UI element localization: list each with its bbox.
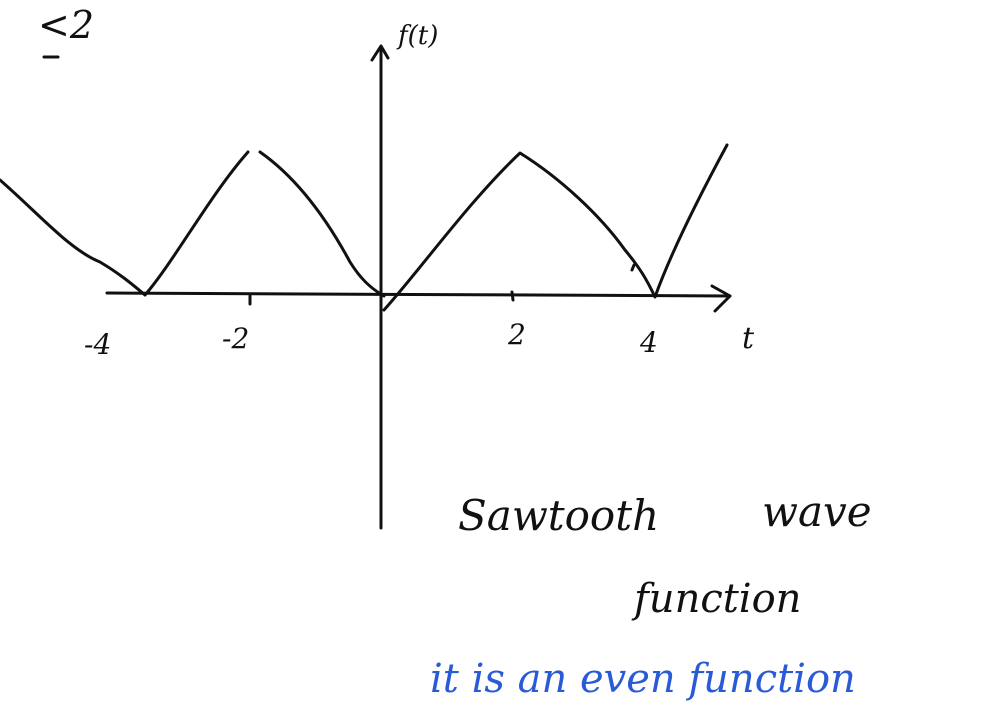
y-axis-label: f(t) [396, 21, 438, 51]
x-axis [105, 291, 732, 298]
title-line-2: wave [762, 487, 872, 536]
corner-note: <2 [38, 3, 94, 47]
tick-label-4: 4 [639, 326, 658, 359]
title-line-1: Sawtooth [458, 491, 659, 540]
tick-label-minus-2: -2 [222, 322, 249, 355]
title-line-3: function [631, 576, 801, 622]
x-axis-label: t [742, 321, 755, 356]
x-axis-arrow [710, 284, 732, 313]
waveform-mark [630, 263, 636, 272]
waveform-curve [0, 143, 729, 312]
blue-note: it is an even function [430, 656, 856, 702]
tick-2 [510, 290, 515, 302]
tick-label-minus-4: -4 [84, 328, 111, 361]
y-axis-arrow [370, 44, 390, 62]
tick-label-2: 2 [507, 318, 526, 351]
